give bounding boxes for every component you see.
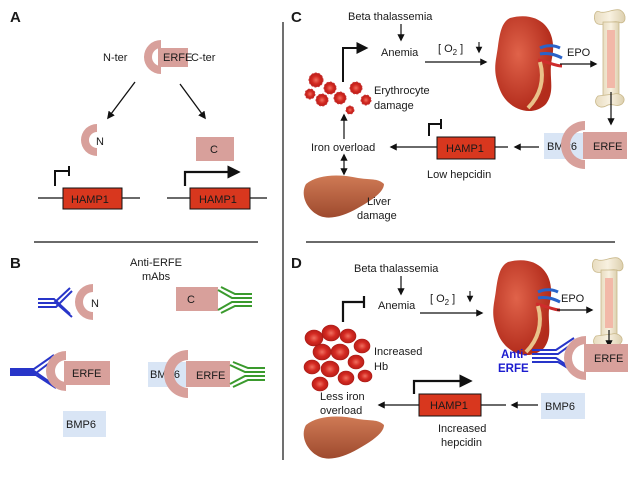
bmp6-box-d xyxy=(541,393,585,419)
hamp1-label-c: HAMP1 xyxy=(446,143,484,155)
panel-d: D Beta thalassemia Anemia [ O2 ] EPO Ant… xyxy=(291,255,628,459)
n-fragment-hook-b xyxy=(75,284,93,320)
arrow-to-c-fragment xyxy=(179,83,206,120)
hamp1-label-left: HAMP1 xyxy=(71,194,109,206)
mabs-title-line2: mAbs xyxy=(142,271,171,283)
kidney-image-c xyxy=(495,16,563,112)
panel-b: B Anti-ERFE mAbs N C ERFE BMP6 ERFE xyxy=(10,255,265,437)
increased-hb-line1-d: Increased xyxy=(374,346,422,358)
erfe-hook-b-left xyxy=(46,351,66,391)
beta-thal-d: Beta thalassemia xyxy=(354,263,439,275)
n-fragment-label: N xyxy=(96,136,104,148)
anemia-c: Anemia xyxy=(381,47,419,59)
panel-d-letter: D xyxy=(291,255,302,272)
increased-hb-line2-d: Hb xyxy=(374,361,388,373)
anti-erfe-line1-d: Anti- xyxy=(501,349,527,361)
hamp1-box-left xyxy=(62,187,123,210)
bmp6-box-free xyxy=(63,411,106,437)
erfe-body-b-left xyxy=(64,361,110,385)
bone-image-c xyxy=(594,9,626,108)
kidney-image-d xyxy=(493,260,561,356)
erfe-label-b-left: ERFE xyxy=(72,368,101,380)
erfe-label-c: ERFE xyxy=(593,141,622,153)
increased-hep-line1-d: Increased xyxy=(438,423,486,435)
o2-d: [ O2 ] xyxy=(430,293,455,307)
erfe-full-body xyxy=(158,48,188,67)
erfe-body-b-right xyxy=(186,361,230,387)
bmp6-label-free: BMP6 xyxy=(66,419,96,431)
erfe-body-d xyxy=(584,344,628,372)
repression-mark-c xyxy=(428,119,442,136)
hamp1-box-c xyxy=(436,136,496,160)
erfe-hook-d xyxy=(564,336,586,380)
liver-damage-line1-c: Liver xyxy=(367,196,391,208)
activation-arrow-right xyxy=(183,165,241,186)
liver-image-d xyxy=(303,416,384,459)
iron-overload-c: Iron overload xyxy=(311,142,375,154)
bmp6-label-d: BMP6 xyxy=(545,401,575,413)
mabs-title-line1: Anti-ERFE xyxy=(130,257,182,269)
damaged-erythrocytes-c xyxy=(304,72,372,115)
hamp1-box-d xyxy=(418,393,482,417)
less-iron-line1-d: Less iron xyxy=(320,391,365,403)
n-label-b: N xyxy=(91,298,99,310)
n-ter-label: N-ter xyxy=(103,52,128,64)
antibody-blue-top xyxy=(38,287,73,318)
c-fragment-label: C xyxy=(210,144,218,156)
panel-c: C Beta thalassemia Anemia [ O2 ] EPO BMP… xyxy=(291,9,627,222)
o2-c: [ O2 ] xyxy=(438,43,463,57)
arrow-to-n-fragment xyxy=(107,81,136,120)
erfe-body-c xyxy=(583,132,627,159)
hamp1-box-right xyxy=(189,187,251,210)
liver-image-c xyxy=(303,175,384,218)
beta-thal-c: Beta thalassemia xyxy=(348,11,433,23)
hamp1-label-right: HAMP1 xyxy=(199,194,237,206)
activation-arrow-c xyxy=(342,42,369,82)
activation-arrow-d xyxy=(412,374,473,394)
epo-c: EPO xyxy=(567,47,591,59)
antibody-green-erfe xyxy=(229,361,265,388)
erfe-label-b-right: ERFE xyxy=(196,370,225,382)
liver-damage-line2-c: damage xyxy=(357,210,397,222)
increased-hep-line2-d: hepcidin xyxy=(441,437,482,449)
hamp1-label-d: HAMP1 xyxy=(430,400,468,412)
n-fragment-hook xyxy=(81,124,97,156)
epo-d: EPO xyxy=(561,293,585,305)
panel-a: A ERFE N-ter C-ter N C HAMP1 HAMP1 xyxy=(10,9,267,210)
erythro-damage-line1-c: Erythrocyte xyxy=(374,85,430,97)
c-box-b xyxy=(176,287,218,311)
erythro-damage-line2-c: damage xyxy=(374,100,414,112)
anemia-d: Anemia xyxy=(378,300,416,312)
erfe-full-label: ERFE xyxy=(163,52,192,64)
panel-b-letter: B xyxy=(10,255,21,272)
erfe-hook-b-right xyxy=(164,350,188,398)
repression-mark-left xyxy=(54,166,70,186)
anti-erfe-line2-d: ERFE xyxy=(498,363,529,375)
erfe-hook-c xyxy=(561,121,585,169)
less-iron-line2-d: overload xyxy=(320,405,362,417)
antibody-green-top xyxy=(217,286,252,314)
erfe-label-d: ERFE xyxy=(594,353,623,365)
c-fragment-box xyxy=(196,137,234,161)
bone-image-d xyxy=(592,257,624,348)
healthy-erythrocytes-d xyxy=(303,324,373,392)
c-label-b: C xyxy=(187,294,195,306)
erfe-full-hook xyxy=(143,40,161,74)
c-ter-label: C-ter xyxy=(191,52,216,64)
panel-a-letter: A xyxy=(10,9,21,26)
panel-c-letter: C xyxy=(291,9,302,26)
repression-mark-d xyxy=(341,296,366,322)
low-hepcidin-c: Low hepcidin xyxy=(427,169,491,181)
